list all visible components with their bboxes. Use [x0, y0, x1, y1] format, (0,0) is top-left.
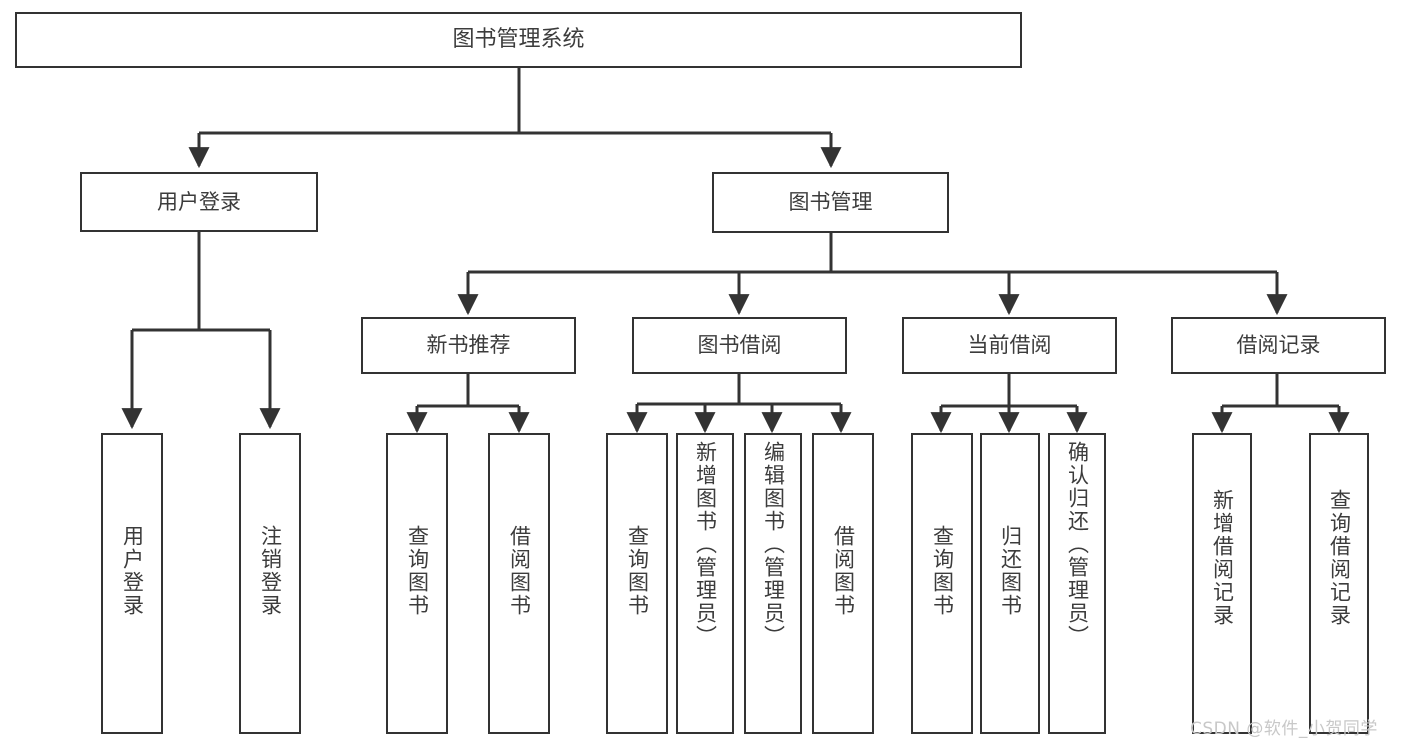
leaf-add-book-admin-label: 新增图书（管理员）	[693, 441, 718, 648]
leaf-query-book-recommend-label: 查询图书	[405, 525, 430, 617]
node-borrow-records-label: 借阅记录	[1236, 333, 1321, 358]
leaf-confirm-return-admin[interactable]: 确认归还（管理员）	[1048, 433, 1106, 734]
node-book-borrow-label: 图书借阅	[697, 333, 782, 358]
leaf-query-book-current-label: 查询图书	[930, 525, 955, 617]
leaf-user-login[interactable]: 用户登录	[101, 433, 163, 734]
leaf-query-borrow-record-label: 查询借阅记录	[1327, 489, 1352, 627]
leaf-return-book[interactable]: 归还图书	[980, 433, 1040, 734]
leaf-borrow-book-label: 借阅图书	[831, 525, 856, 617]
leaf-borrow-book-recommend-label: 借阅图书	[507, 525, 532, 617]
leaf-add-borrow-record-label: 新增借阅记录	[1210, 489, 1235, 627]
node-root[interactable]: 图书管理系统	[15, 12, 1022, 68]
node-current-borrow[interactable]: 当前借阅	[902, 317, 1117, 374]
node-root-label: 图书管理系统	[452, 27, 585, 53]
node-borrow-records[interactable]: 借阅记录	[1171, 317, 1386, 374]
watermark: CSDN @软件_小贺同学	[1190, 719, 1378, 739]
leaf-query-book-borrow[interactable]: 查询图书	[606, 433, 668, 734]
leaf-return-book-label: 归还图书	[998, 525, 1023, 617]
node-book-borrow[interactable]: 图书借阅	[632, 317, 847, 374]
leaf-logout[interactable]: 注销登录	[239, 433, 301, 734]
node-new-book-recommend[interactable]: 新书推荐	[361, 317, 576, 374]
leaf-add-book-admin[interactable]: 新增图书（管理员）	[676, 433, 734, 734]
leaf-borrow-book-recommend[interactable]: 借阅图书	[488, 433, 550, 734]
leaf-edit-book-admin-label: 编辑图书（管理员）	[761, 441, 786, 648]
leaf-user-login-label: 用户登录	[120, 525, 145, 617]
leaf-query-book-borrow-label: 查询图书	[625, 525, 650, 617]
node-current-borrow-label: 当前借阅	[967, 333, 1052, 358]
leaf-logout-label: 注销登录	[258, 525, 283, 617]
node-new-book-recommend-label: 新书推荐	[426, 333, 511, 358]
leaf-confirm-return-admin-label: 确认归还（管理员）	[1065, 441, 1090, 648]
leaf-edit-book-admin[interactable]: 编辑图书（管理员）	[744, 433, 802, 734]
node-user-login[interactable]: 用户登录	[80, 172, 318, 232]
leaf-borrow-book[interactable]: 借阅图书	[812, 433, 874, 734]
node-user-login-label: 用户登录	[157, 189, 241, 214]
leaf-query-borrow-record[interactable]: 查询借阅记录	[1309, 433, 1369, 734]
node-book-management-label: 图书管理	[788, 190, 873, 215]
node-book-management[interactable]: 图书管理	[712, 172, 949, 233]
leaf-add-borrow-record[interactable]: 新增借阅记录	[1192, 433, 1252, 734]
leaf-query-book-recommend[interactable]: 查询图书	[386, 433, 448, 734]
leaf-query-book-current[interactable]: 查询图书	[911, 433, 973, 734]
